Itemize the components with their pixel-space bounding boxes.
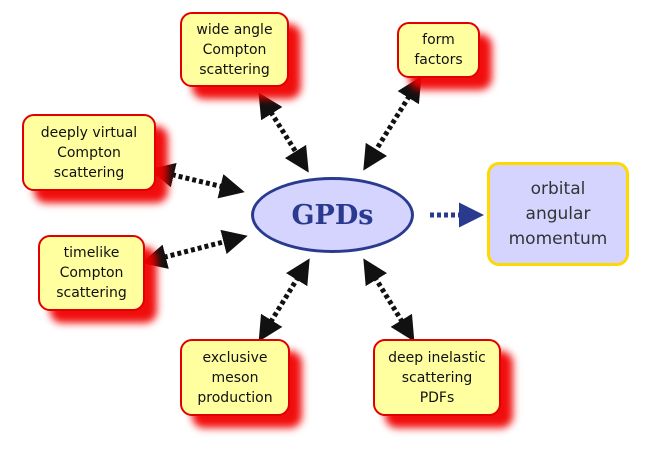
hub-label: GPDs <box>291 199 374 231</box>
arrow-exclusive-meson <box>258 258 310 342</box>
node-timelike-compton: timelike Compton scattering <box>38 235 145 311</box>
node-deep-inelastic-pdfs: deep inelastic scattering PDFs <box>373 339 501 416</box>
arrow-timelike <box>141 229 248 269</box>
arrow-form-factors <box>363 76 422 171</box>
arrow-wide-angle <box>258 92 309 173</box>
node-wide-angle-compton: wide angle Compton scattering <box>180 12 289 87</box>
node-deeply-virtual-compton: deeply virtual Compton scattering <box>22 114 156 191</box>
node-orbital-angular-momentum: orbital angular momentum <box>487 162 629 266</box>
arrow-dis <box>363 258 415 342</box>
arrow-dvcs <box>149 162 245 199</box>
node-form-factors: form factors <box>397 22 480 78</box>
node-exclusive-meson: exclusive meson production <box>180 339 290 416</box>
hub-gpds: GPDs <box>251 177 414 253</box>
